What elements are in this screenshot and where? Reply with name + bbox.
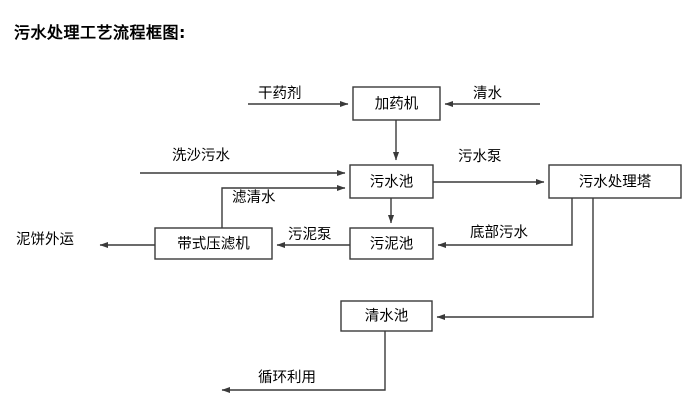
node-sewage-pool-label: 污水池 [370, 174, 414, 191]
node-dosing-label: 加药机 [375, 96, 419, 113]
edge-label-mud-cake-transport: 泥饼外运 [16, 231, 74, 248]
edge-beltpress-to-sewage-filtrate [221, 184, 346, 228]
node-sludge-pool-label: 污泥池 [370, 236, 414, 253]
node-treatment-tower-label: 污水处理塔 [579, 174, 652, 191]
node-dosing-box [352, 86, 441, 121]
node-sludge-pool-box [349, 227, 434, 260]
node-treatment-tower-box [548, 164, 682, 199]
page-title: 污水处理工艺流程框图: [14, 23, 186, 42]
edge-label-clear-water: 清水 [473, 85, 502, 102]
node-clean-water-pool-box [340, 300, 433, 332]
node-sludge-pool[interactable]: 污泥池 [349, 227, 434, 260]
node-treatment-tower[interactable]: 污水处理塔 [548, 164, 682, 199]
edge-label-bottom-water: 底部污水 [470, 224, 528, 241]
edge-tower-to-sludge-bottomwater [437, 198, 573, 249]
edge-label-dry-agent: 干药剂 [258, 85, 302, 102]
edge-label-recycle-use: 循环利用 [258, 369, 316, 386]
node-clean-water-pool[interactable]: 清水池 [340, 300, 433, 332]
node-belt-filter-press-label: 带式压滤机 [177, 236, 250, 253]
node-sewage-pool[interactable]: 污水池 [349, 164, 434, 199]
edge-label-sewage-pump: 污水泵 [458, 148, 502, 165]
edge-clean-to-recycle [221, 331, 386, 394]
node-sewage-pool-box [349, 164, 434, 199]
edge-label-sand-wash-sewage: 洗沙污水 [172, 147, 230, 164]
edge-label-sludge-pump: 污泥泵 [288, 226, 332, 243]
node-dosing[interactable]: 加药机 [352, 86, 441, 121]
edge-label-filtrate: 滤清水 [232, 189, 276, 206]
node-clean-water-pool-label: 清水池 [365, 308, 409, 325]
node-belt-filter-press-box [154, 227, 273, 260]
edge-tower-to-clean [436, 198, 594, 321]
node-belt-filter-press[interactable]: 带式压滤机 [154, 227, 273, 260]
